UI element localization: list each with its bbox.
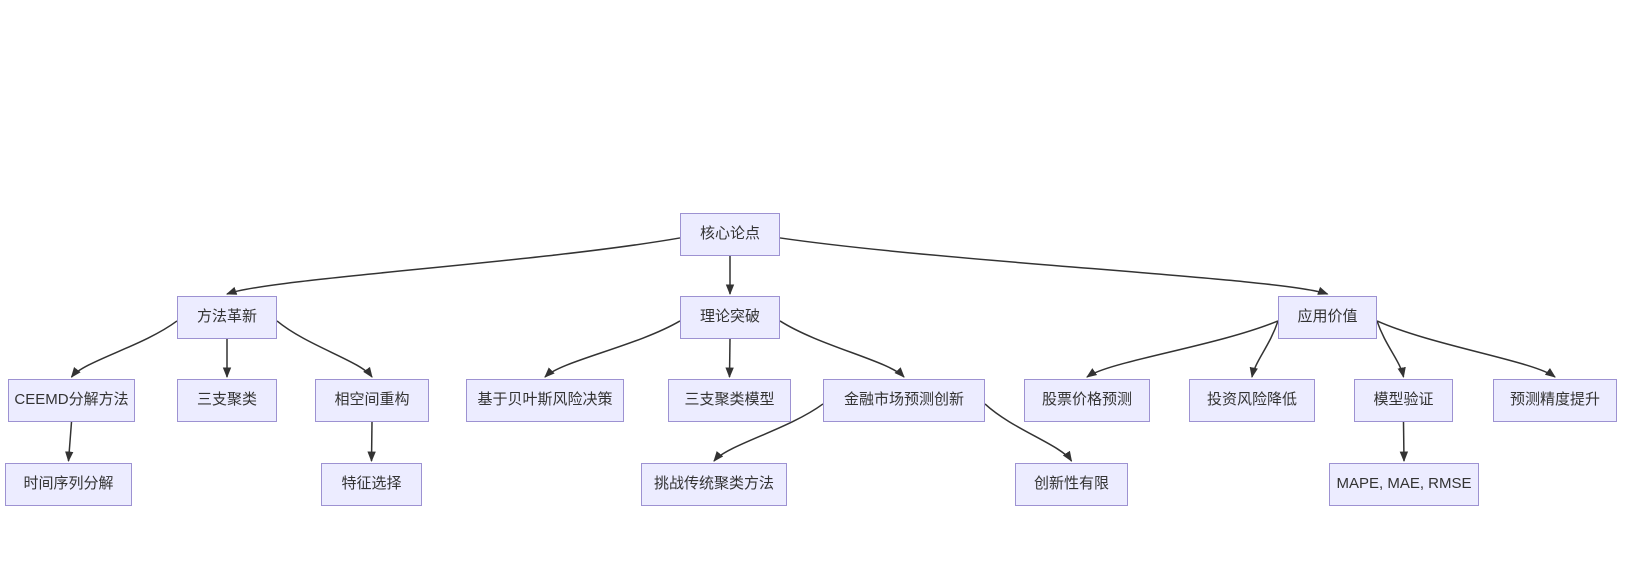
flowchart-node-threewaymodel: 三支聚类模型 bbox=[668, 379, 791, 422]
edge-method-to-ceemd bbox=[70, 320, 178, 378]
edge-method-to-phasespace bbox=[276, 320, 373, 378]
flowchart-node-phasespace: 相空间重构 bbox=[315, 379, 429, 422]
flowchart-node-bayes: 基于贝叶斯风险决策 bbox=[466, 379, 624, 422]
edge-core-to-method bbox=[226, 237, 681, 295]
edge-application-to-accuracy bbox=[1376, 320, 1556, 378]
flowchart-node-validation: 模型验证 bbox=[1354, 379, 1453, 422]
edge-core-to-application bbox=[779, 237, 1329, 295]
flowchart-node-method: 方法革新 bbox=[177, 296, 277, 339]
edge-theory-to-bayes bbox=[544, 320, 681, 378]
flowchart-node-application: 应用价值 bbox=[1278, 296, 1377, 339]
flowchart-node-limited: 创新性有限 bbox=[1015, 463, 1128, 506]
flowchart-node-challenge: 挑战传统聚类方法 bbox=[641, 463, 787, 506]
edge-finance-to-challenge bbox=[713, 403, 824, 462]
flowchart-node-ceemd: CEEMD分解方法 bbox=[8, 379, 135, 422]
edge-ceemd-to-decompose bbox=[65, 421, 74, 463]
flowchart-node-theory: 理论突破 bbox=[680, 296, 780, 339]
edge-validation-to-metrics bbox=[1399, 421, 1409, 463]
edge-phasespace-to-feature bbox=[367, 421, 376, 463]
edge-application-to-validation bbox=[1376, 320, 1406, 379]
edge-theory-to-threewaymodel bbox=[725, 338, 734, 379]
flowchart-node-decompose: 时间序列分解 bbox=[5, 463, 132, 506]
edge-theory-to-finance bbox=[779, 320, 905, 378]
edge-finance-to-limited bbox=[984, 403, 1073, 462]
flowchart-node-core: 核心论点 bbox=[680, 213, 780, 256]
flowchart-node-threeway: 三支聚类 bbox=[177, 379, 277, 422]
flowchart-node-finance: 金融市场预测创新 bbox=[823, 379, 985, 422]
flowchart-node-feature: 特征选择 bbox=[321, 463, 422, 506]
flowchart-node-risk: 投资风险降低 bbox=[1189, 379, 1315, 422]
flowchart-node-stock: 股票价格预测 bbox=[1024, 379, 1150, 422]
flowchart-node-accuracy: 预测精度提升 bbox=[1493, 379, 1617, 422]
flowchart-node-metrics: MAPE, MAE, RMSE bbox=[1329, 463, 1479, 506]
edge-application-to-risk bbox=[1249, 320, 1279, 379]
edge-application-to-stock bbox=[1086, 320, 1279, 378]
